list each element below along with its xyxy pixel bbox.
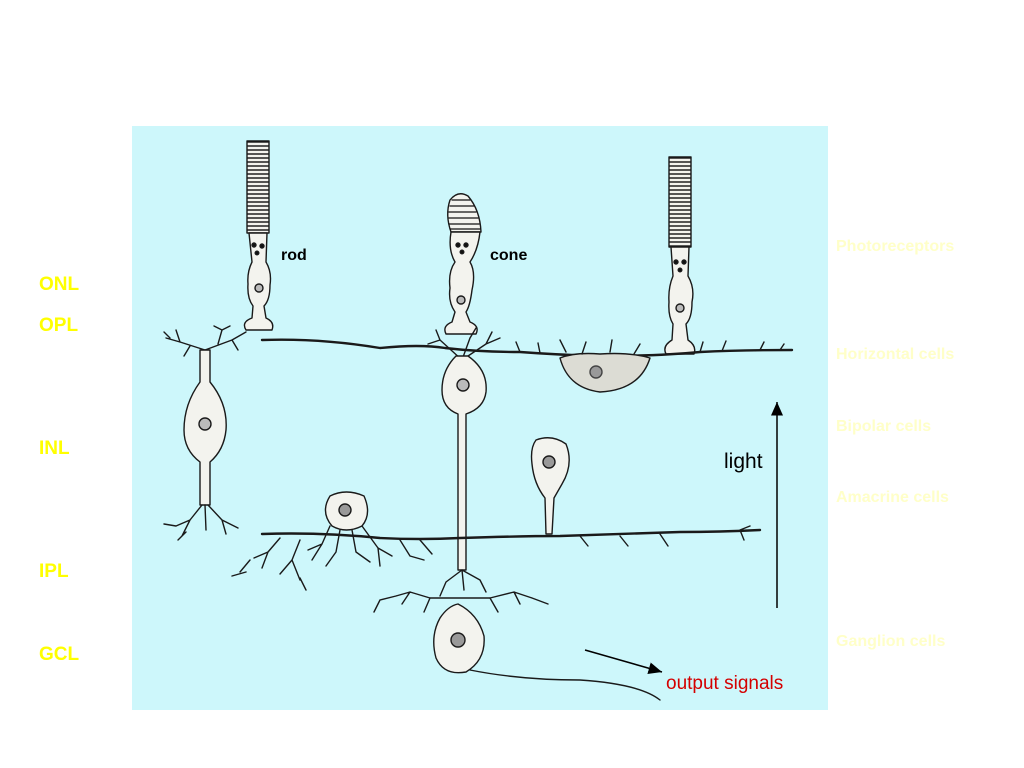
amacrine-cell-right — [530, 437, 570, 535]
output-signals-label: output signals — [666, 673, 784, 694]
cell-label-ganglion: Ganglion cells — [836, 633, 946, 650]
amacrine-cell-left — [307, 491, 393, 567]
cell-label-amacrine: Amacrine cells — [836, 489, 949, 506]
cell-label-horizontal: Horizontal cells — [836, 346, 955, 363]
cell-label-photoreceptors: Photoreceptors — [836, 238, 955, 255]
output-arrow — [584, 649, 663, 675]
layer-label-opl: OPL — [39, 315, 79, 336]
layer-label-ipl: IPL — [39, 561, 69, 582]
bipolar-cell-left — [163, 325, 247, 541]
light-label: light — [724, 450, 763, 473]
layer-label-gcl: GCL — [39, 644, 80, 665]
rod-photoreceptor-right — [664, 156, 696, 355]
bipolar-cell-center — [427, 327, 501, 597]
cone-label: cone — [490, 247, 528, 264]
horizontal-cell-process — [260, 338, 794, 358]
rod-photoreceptor-left — [243, 140, 274, 331]
rod-label: rod — [281, 247, 307, 264]
ganglion-cell — [373, 591, 661, 701]
layer-label-onl: ONL — [39, 274, 80, 295]
layer-label-inl: INL — [39, 438, 70, 459]
horizontal-cell-body — [559, 352, 651, 393]
cell-label-bipolar: Bipolar cells — [836, 418, 932, 435]
inner-plexiform-process — [260, 528, 762, 541]
cone-photoreceptor — [444, 193, 482, 335]
